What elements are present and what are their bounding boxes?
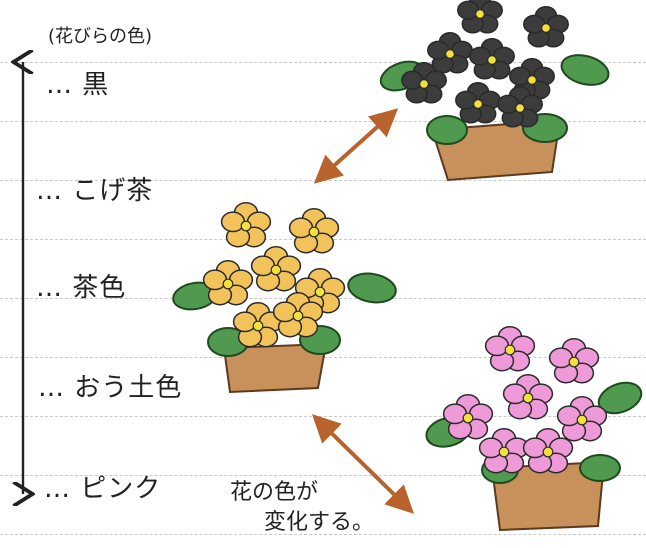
black-flower <box>523 6 569 48</box>
level-label-black: … 黒 <box>46 70 110 100</box>
ruled-line <box>0 534 646 535</box>
yellow-flower <box>250 245 302 292</box>
yellow-flower <box>272 291 324 338</box>
black-flower <box>455 82 501 124</box>
pink-flower <box>556 395 608 442</box>
legend-title: (花びらの色) <box>48 26 153 47</box>
yellow-flower <box>288 207 340 254</box>
black-flower-pot <box>379 54 610 182</box>
black-flower <box>469 38 515 80</box>
black-flower <box>401 62 447 104</box>
level-label-brown: … 茶色 <box>36 273 127 303</box>
pink-flower <box>502 373 554 420</box>
pink-flower <box>478 427 530 474</box>
ruled-line <box>0 62 646 63</box>
caption-line-1: 花の色が <box>230 480 319 505</box>
transition-arrow-top <box>313 108 399 184</box>
caption-line-2: 変化する。 <box>264 510 375 535</box>
yellow-flower <box>220 201 272 248</box>
black-flower <box>497 86 543 128</box>
yellow-flower <box>232 301 284 348</box>
level-label-ochre: … おう土色 <box>38 373 183 403</box>
level-label-pink: … ピンク <box>44 474 162 504</box>
level-label-dark-brown: … こげ茶 <box>36 176 154 206</box>
caption: 花の色が 変化する。 <box>230 478 374 538</box>
yellow-flower-pot <box>172 272 397 394</box>
pink-flower <box>484 325 536 372</box>
yellow-flower <box>202 259 254 306</box>
pink-flower <box>522 427 574 474</box>
pink-flower <box>548 337 600 384</box>
black-flower <box>427 32 473 74</box>
transition-arrow-bottom <box>311 414 415 514</box>
black-flower <box>457 0 503 34</box>
pink-flower <box>442 393 494 440</box>
